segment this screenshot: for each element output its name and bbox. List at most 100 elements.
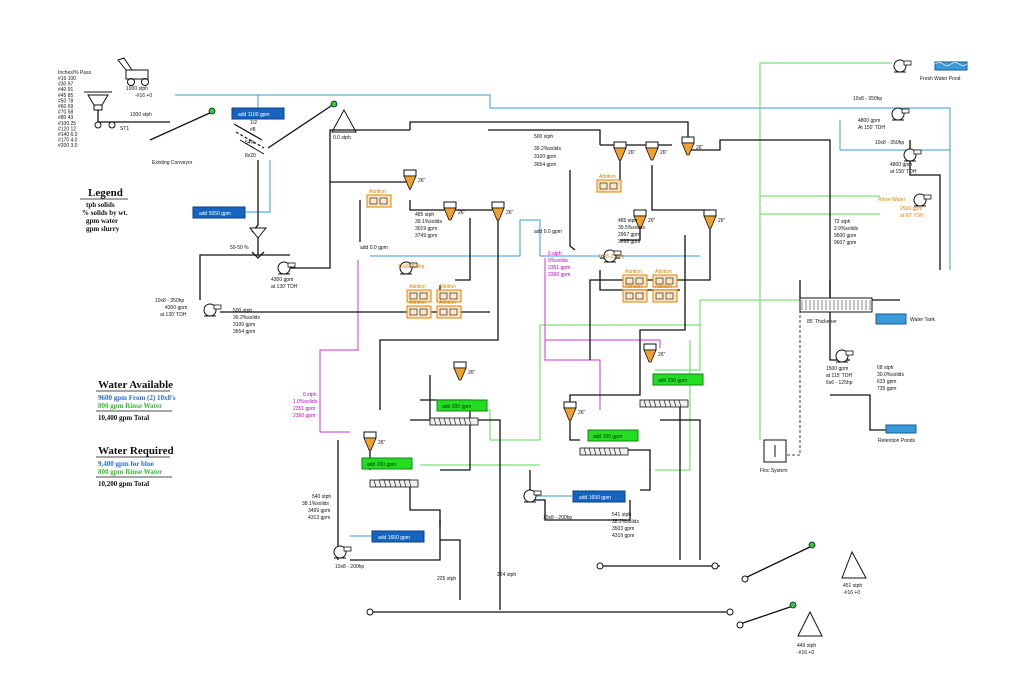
legend-line-1: tph solids (86, 201, 115, 209)
thickener-feed-stph: 72 stph (834, 219, 851, 225)
pump-bl-size: 10x8 - 350hp (155, 298, 184, 304)
stream-bot-right-stph: 541 stph (612, 512, 631, 518)
cyclone-icon: 26" (645, 141, 668, 161)
stream-left-solids: 39.2%solids (233, 315, 260, 321)
water-required-total: 10,200 gpm Total (98, 480, 149, 488)
cyclone-icon: 26" (453, 361, 476, 381)
feed-rate: 1000 stph (130, 112, 152, 118)
floc-label: Floc System (760, 468, 788, 474)
svg-text:add 1100 gpm: add 1100 gpm (238, 112, 270, 118)
pump-bottom-right-size: 10x8 - 200hp (543, 515, 572, 521)
attrition-label: Attrition (409, 300, 426, 306)
pump-icon (891, 107, 910, 121)
screw-classifier-icon (429, 417, 479, 426)
thickener-icon (799, 297, 873, 313)
pump-tr-tdh: At 150' TDH (858, 125, 885, 131)
rinse-gpm: 2500 gpm (900, 206, 922, 212)
underflow-solids: 30.0%solids (877, 372, 904, 378)
pump-icon (399, 261, 418, 275)
screen-table-row: #170 4.0 (58, 138, 78, 144)
water-available-title: Water Available (98, 379, 173, 391)
cyclone-angle: 26" (696, 145, 704, 151)
stacker-b-head-icon (789, 601, 797, 609)
attrition-cell-icon: Attrition (406, 284, 432, 303)
screen-table-row: #140 6.0 (58, 132, 78, 138)
add-1650-box-right: add 1650 gpm (572, 490, 626, 503)
pump-icon (913, 193, 932, 207)
stream-mid-right-gpm: 2967 gpm (618, 232, 640, 238)
attrition-label: Attrition (409, 284, 426, 290)
fines-right-gpm: 2351 gpm (548, 265, 570, 271)
pump-tr-size: 10x8 - 350hp (853, 96, 882, 102)
fines-left-solids: 1.0%solids (293, 399, 318, 405)
attrition-cell-icon: Attrition (406, 300, 432, 319)
underflow-gpm: 633 gpm (877, 379, 896, 385)
fines-right-stph: 6 stph (548, 251, 562, 257)
svg-text:add 200 gpm: add 200 gpm (442, 404, 471, 410)
stockpile-a-rate: 451 stph (843, 583, 862, 589)
pump-bottom-left-size: 10x8 - 200hp (335, 564, 364, 570)
attrition-label: Attrition (655, 269, 672, 275)
splitter-left-icon (248, 227, 268, 239)
thickener-label: 85' Thickener (807, 319, 837, 325)
cyclone-icon: 26" (633, 209, 656, 229)
legend-line-3: gpm water (86, 217, 118, 225)
fresh-water-label: Fresh Water Pond (920, 76, 961, 82)
stockpile-b-size: -#16 +0 (797, 650, 814, 656)
cyclone-angle: 26" (418, 178, 426, 184)
underflow-slurry: 735 gpm (877, 386, 896, 392)
legend-title: Legend (88, 187, 123, 199)
fresh-water-pond-icon (934, 61, 968, 71)
screw-classifier-icon (369, 479, 419, 488)
cyclone-angle: 26" (506, 210, 514, 216)
fines-right-solids: 9%solids (548, 258, 569, 264)
water-available-blue: 9600 gpm From (2) 10x8's (98, 394, 176, 402)
cyclone-angle: 26" (628, 150, 636, 156)
stockpile-b-icon (797, 610, 823, 637)
add-1100-box: add 1100 gpm (231, 107, 285, 120)
screen-table-row: #120 12 (58, 126, 76, 132)
fines-left-slurry: 2360 gpm (293, 413, 315, 419)
pump-left-gpm: 4300 gpm (271, 277, 293, 283)
pump-mr-gpm: 4800 gpm (890, 162, 912, 168)
stockpile-top-rate: 0.0 stph (333, 135, 351, 141)
water-required: Water Required 9,400 gpm for blue 800 gp… (96, 445, 174, 488)
attrition-label: Attrition (439, 300, 456, 306)
cyclone-angle: 26" (468, 370, 476, 376)
add-200-box-c: add 200 gpm (652, 373, 704, 386)
retention-ponds-icon (885, 424, 917, 434)
stream-left-slurry: 3654 gpm (233, 329, 255, 335)
water-available-green: 800 gpm Rinse Water (98, 402, 162, 410)
stream-mid-left-solids: 39.1%solids (415, 219, 442, 225)
stream-mid-right-slurry: 3698 gpm (618, 239, 640, 245)
screen-fraction: 1/2 (250, 120, 257, 126)
cyclone-icon: 26" (681, 136, 704, 156)
retention-label: Retention Ponds (878, 438, 915, 444)
fines-right-slurry: 2360 gpm (548, 272, 570, 278)
cyclone-icon: 26" (403, 169, 426, 189)
loader-size: -#16 +0 (135, 93, 152, 99)
underflow-stph: 68 stph (877, 365, 894, 371)
legend: Legend tph solids % solids by wt. gpm wa… (80, 187, 128, 233)
pump-tr-gpm: 4800 gpm (858, 118, 880, 124)
pump-icon (523, 489, 542, 503)
stream-top-gpm: 3100 gpm (534, 154, 556, 160)
stream-bot-right-slurry: 4319 gpm (612, 533, 634, 539)
attrition-cell-icon: Attrition (652, 269, 678, 288)
svg-text:add 5050 gpm: add 5050 gpm (199, 211, 231, 217)
stream-bot-left-gpm: 3499 gpm (308, 508, 330, 514)
attrition-cell-icon: Attrition (622, 269, 648, 288)
attrition-cell-icon: Attrition (622, 284, 648, 303)
front-loader-icon (117, 57, 149, 86)
stream-mid-left-slurry: 3749 gpm (415, 233, 437, 239)
legend-line-4: gpm slurry (86, 225, 120, 233)
water-tank-label: Water Tank (910, 317, 936, 323)
thickener-feed-gpm: 9500 gpm (834, 233, 856, 239)
attrition-label: Attrition (599, 174, 616, 180)
attrition-label: Attrition (439, 284, 456, 290)
underflow-pump-size: 6x6 - 125hp (826, 380, 853, 386)
add-5050-box: add 5050 gpm (192, 206, 246, 219)
screen-table-row: #60 69 (58, 104, 74, 110)
screen-deck-icon (233, 123, 265, 155)
stream-top-slurry: 3654 gpm (534, 162, 556, 168)
